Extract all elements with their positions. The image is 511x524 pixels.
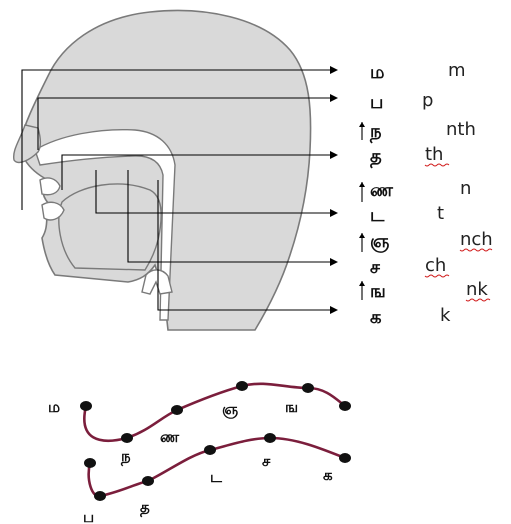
tamil-letter: ங — [370, 281, 386, 302]
curve-letter: ங — [285, 398, 298, 416]
articulation-dot — [264, 433, 276, 443]
articulation-dot — [142, 476, 154, 486]
articulation-dot — [339, 401, 351, 411]
tamil-letter: ண — [370, 180, 394, 201]
tamil-letter: ச — [370, 257, 381, 278]
romanization: nth — [446, 119, 476, 140]
articulation-dot — [171, 405, 183, 415]
up-arrowhead — [359, 281, 365, 286]
curve-letter: ந — [120, 447, 131, 466]
romanization: k — [440, 305, 451, 326]
articulation-dot — [302, 383, 314, 393]
articulation-dot — [94, 491, 106, 501]
tamil-letter: ப — [370, 92, 383, 113]
tongue — [59, 184, 161, 270]
up-arrowhead — [359, 233, 365, 238]
romanization: nk — [466, 279, 488, 300]
tamil-letter: ந — [369, 121, 382, 144]
curve-letter: ம — [48, 398, 60, 416]
articulation-dot — [121, 433, 133, 443]
pointer-arrowhead — [330, 209, 338, 217]
pointer-arrowhead — [330, 306, 338, 314]
curve-letter: ப — [83, 508, 94, 524]
articulation-curves: ம ந ண ஞ ங ப த ட ச க — [48, 381, 351, 524]
articulation-dot — [84, 458, 96, 468]
up-arrowhead — [359, 122, 365, 127]
place-labels: ம m ப p ந nth த th ண n ட t ஞ nch ச ch ங nk க k — [369, 60, 493, 328]
articulation-dot — [236, 381, 248, 391]
romanization: ch — [425, 255, 446, 276]
tamil-letter: த — [370, 146, 382, 169]
romanization: n — [460, 178, 471, 199]
curve-letter: த — [140, 498, 150, 517]
articulation-dot — [204, 445, 216, 455]
tamil-letter: க — [370, 307, 382, 328]
pointer-arrowhead — [330, 66, 338, 74]
articulation-dot — [80, 401, 92, 411]
head-cross-section — [14, 11, 311, 330]
romanization: nch — [460, 229, 493, 250]
romanization: p — [422, 90, 433, 111]
romanization: m — [448, 60, 466, 81]
tamil-letter: ஞ — [370, 231, 389, 253]
up-arrowhead — [359, 182, 365, 187]
curve-letter: க — [323, 466, 333, 484]
tamil-letter: ட — [370, 205, 385, 226]
pointer-arrowhead — [330, 151, 338, 159]
pointer-arrowhead — [330, 258, 338, 266]
romanization: th — [425, 144, 443, 165]
curve-letter: ச — [262, 452, 271, 470]
curve-letter: ஞ — [222, 400, 238, 419]
romanization: t — [437, 203, 444, 224]
pointer-arrowhead — [330, 94, 338, 102]
curve-letter: ட — [210, 468, 223, 486]
tamil-letter: ம — [370, 62, 384, 83]
curve-letter: ண — [160, 428, 180, 446]
articulation-dot — [339, 453, 351, 463]
